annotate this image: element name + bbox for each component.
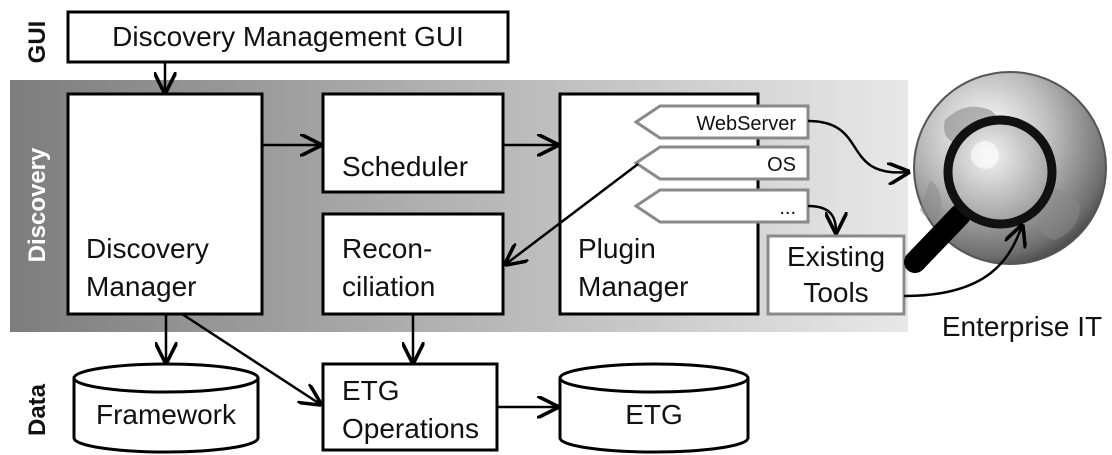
plugin-tag-more — [633, 188, 810, 224]
plugin-manager-label-line2: Manager — [578, 271, 689, 302]
framework-database-label: Framework — [96, 399, 237, 430]
arrow-more-to-tools — [807, 204, 836, 232]
discovery-manager-label-line1: Discovery — [86, 233, 209, 264]
discovery-management-gui-box — [66, 10, 510, 64]
etg-database-label: ETG — [625, 399, 683, 430]
arrow-webserver-to-globe — [807, 119, 908, 172]
plugin-tag-webserver-label: WebServer — [696, 113, 796, 135]
gui-box-label: Discovery Management GUI — [112, 21, 464, 52]
existing-tools-box — [766, 234, 906, 316]
existing-tools-label-line1: Existing — [787, 241, 885, 272]
plugin-tag-os — [633, 145, 810, 181]
arrow-tools-to-globe — [903, 226, 1022, 298]
etg-operations-label-line1: ETG — [342, 375, 400, 406]
plugin-tag-os-label: OS — [767, 154, 796, 176]
globe-magnifier-icon — [904, 71, 1107, 273]
plugin-tag-webserver — [633, 104, 810, 140]
connectors — [165, 62, 1022, 407]
scheduler-box — [321, 92, 505, 194]
layer-label-data: Data — [24, 383, 51, 436]
layer-label-discovery: Discovery — [24, 147, 51, 262]
plugin-tag-more-label: ... — [779, 197, 796, 219]
discovery-manager-label-line2: Manager — [86, 271, 197, 302]
etg-database — [558, 362, 750, 454]
reconciliation-label-line1: Recon- — [342, 233, 432, 264]
layer-label-gui: GUI — [24, 21, 51, 64]
scheduler-label: Scheduler — [342, 151, 468, 182]
arrow-manager-to-etgops — [181, 312, 320, 404]
reconciliation-label-line2: ciliation — [342, 271, 435, 302]
existing-tools-label-line2: Tools — [803, 277, 868, 308]
arrow-os-to-reconciliation — [506, 163, 639, 264]
framework-database — [72, 362, 260, 454]
etg-operations-label-line2: Operations — [342, 413, 479, 444]
enterprise-it-label: Enterprise IT — [942, 311, 1102, 342]
plugin-manager-label-line1: Plugin — [578, 233, 656, 264]
